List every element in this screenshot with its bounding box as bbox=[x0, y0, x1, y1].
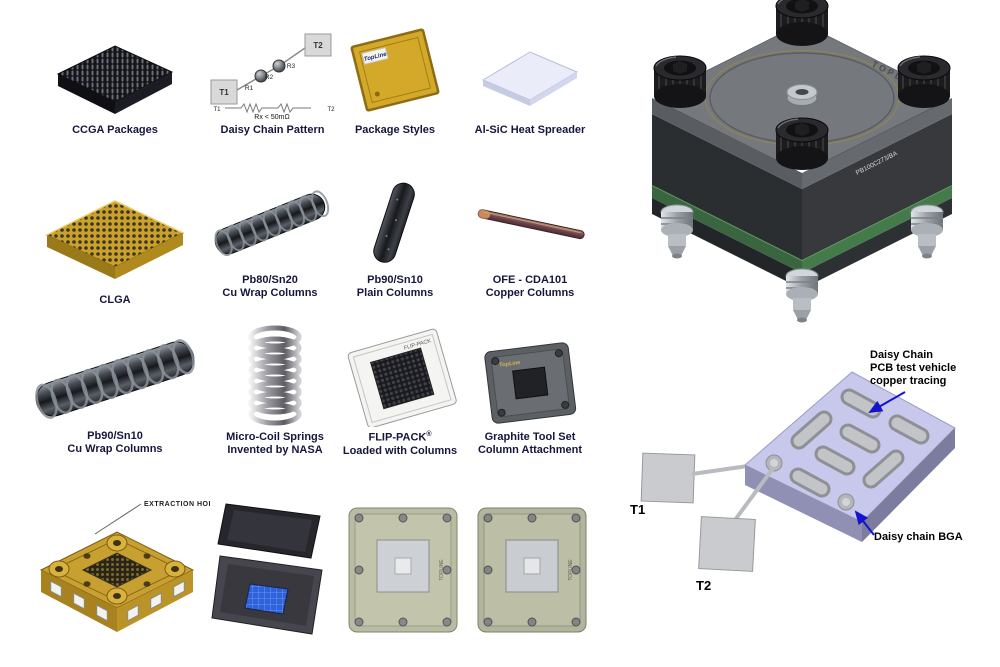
cap-screw-left bbox=[653, 55, 707, 108]
caption-copper-column: OFE - CDA101 Copper Columns bbox=[485, 274, 575, 299]
caption-pb80sn20: Pb80/Sn20 Cu Wrap Columns bbox=[222, 274, 318, 299]
caption-package-styles: Package Styles bbox=[354, 124, 436, 136]
stencil-plate-2-photo: TOPLINE bbox=[477, 507, 587, 633]
t2-pad bbox=[698, 516, 756, 572]
caption-graphite-tool: Graphite Tool Set Column Attachment bbox=[477, 431, 583, 456]
schematic-t1-label: T1 bbox=[219, 88, 229, 97]
t2-label: T2 bbox=[696, 578, 711, 593]
copper-column-photo bbox=[477, 209, 585, 240]
plate-brand-label: TOPLINE bbox=[439, 559, 445, 581]
annotation-bga: Daisy chain BGA bbox=[874, 531, 963, 543]
product-shipping-case-bga bbox=[210, 496, 335, 644]
caption-pb90sn10-wrap: Pb90/Sn10 Cu Wrap Columns bbox=[67, 430, 163, 455]
t2-trace bbox=[730, 465, 776, 526]
t1-pad bbox=[640, 452, 696, 504]
schematic-t2-tick: T2 bbox=[327, 107, 335, 113]
product-daisy-chain-pattern: T1 T2 R1 R2 R3 T1 T2 Rx < 50mΩ Daisy Cha… bbox=[205, 28, 340, 137]
package-styles-photo: TopLine bbox=[350, 28, 440, 112]
schematic-r3-label: R3 bbox=[287, 63, 296, 70]
test-vehicle-image: Daisy Chain PCB test vehicle copper trac… bbox=[630, 349, 963, 593]
schematic-t1-tick: T1 bbox=[213, 107, 221, 113]
cap-screw-back bbox=[775, 0, 829, 46]
plain-column-photo bbox=[373, 182, 415, 263]
stencil-plate-1-photo: TOPLINE bbox=[348, 507, 458, 633]
shipping-case-photo bbox=[211, 503, 323, 635]
daisy-chain-test-vehicle-diagram: Daisy Chain PCB test vehicle copper trac… bbox=[612, 342, 997, 647]
caption-heat-spreader: Al-SiC Heat Spreader bbox=[474, 124, 586, 136]
extraction-fixture-photo: EXTRACTION HOLES bbox=[39, 501, 210, 632]
cu-wrap-column-photo bbox=[214, 190, 330, 257]
cap-screw-front bbox=[775, 117, 829, 170]
cap-screw-right bbox=[897, 55, 951, 108]
caption-flip-pack: FLIP-PACK® Loaded with Columns bbox=[342, 431, 458, 457]
product-package-styles: TopLine Package Styles bbox=[345, 22, 445, 137]
schematic-r1-label: R1 bbox=[245, 85, 254, 92]
product-alsic-heat-spreader: Al-SiC Heat Spreader bbox=[465, 28, 595, 137]
product-stencil-plate-1: TOPLINE bbox=[343, 500, 463, 640]
caption-pb90sn10-plain: Pb90/Sn10 Plain Columns bbox=[356, 274, 434, 299]
product-pb90sn10-plain-column: Pb90/Sn10 Plain Columns bbox=[345, 176, 445, 300]
caption-ccga: CCGA Packages bbox=[72, 124, 158, 136]
cad-fixture-image: TOPLINE PB100C273/BA bbox=[651, 0, 953, 323]
daisy-chain-caps bbox=[765, 388, 930, 511]
clamp-foot-front bbox=[785, 268, 819, 323]
package-brand-label: TopLine bbox=[363, 52, 388, 64]
annotation-tracing-line2: PCB test vehicle bbox=[870, 362, 956, 374]
caption-daisy-chain-pattern: Daisy Chain Pattern bbox=[220, 124, 325, 136]
schematic-r2-label: R2 bbox=[265, 74, 274, 81]
annotation-tracing-line3: copper tracing bbox=[870, 375, 946, 387]
product-copper-column: OFE - CDA101 Copper Columns bbox=[465, 180, 595, 300]
schematic-resistance-note: Rx < 50mΩ bbox=[254, 114, 289, 120]
product-flip-pack: FLIP-PACK FLIP-PACK® Loaded with Columns bbox=[330, 328, 470, 458]
graphite-tool-brand-label: TopLine bbox=[499, 360, 521, 369]
cad-fixture-render: TOPLINE PB100C273/BA bbox=[605, 0, 1000, 340]
t1-label: T1 bbox=[630, 502, 645, 517]
clga-photo bbox=[45, 200, 185, 279]
product-clga: CLGA bbox=[35, 185, 195, 307]
extraction-holes-label: EXTRACTION HOLES bbox=[144, 501, 210, 508]
annotation-bga-arrow bbox=[854, 510, 875, 536]
clamp-foot-right bbox=[910, 204, 944, 259]
product-pb90sn10-cu-wrap-column: Pb90/Sn10 Cu Wrap Columns bbox=[25, 332, 205, 456]
pcb-front-face bbox=[745, 465, 862, 542]
micro-coil-spring-photo bbox=[248, 325, 302, 426]
graphite-tool-photo: TopLine bbox=[484, 342, 577, 424]
caption-clga: CLGA bbox=[99, 294, 131, 306]
annotation-tracing-arrow bbox=[868, 391, 906, 413]
pcb-right-face bbox=[862, 428, 955, 542]
product-extraction-fixture: EXTRACTION HOLES bbox=[25, 492, 210, 647]
plate-brand-label: TOPLINE bbox=[568, 559, 574, 581]
product-stencil-plate-2: TOPLINE bbox=[472, 500, 592, 640]
daisy-chain-pattern-schematic: T1 T2 R1 R2 R3 T1 T2 Rx < 50mΩ bbox=[210, 33, 335, 120]
caption-micro-coil-springs: Micro-Coil Springs Invented by NASA bbox=[226, 431, 324, 456]
product-graphite-tool-set: TopLine Graphite Tool Set Column Attachm… bbox=[470, 335, 590, 457]
product-pb80sn20-cu-wrap-column: Pb80/Sn20 Cu Wrap Columns bbox=[200, 178, 340, 300]
schematic-t2-label: T2 bbox=[313, 41, 323, 50]
ccga-package-photo bbox=[56, 45, 174, 114]
product-ccga-packages: CCGA Packages bbox=[40, 28, 190, 137]
product-micro-coil-spring: Micro-Coil Springs Invented by NASA bbox=[225, 325, 325, 457]
flip-pack-photo: FLIP-PACK bbox=[347, 328, 457, 427]
heat-spreader-photo bbox=[481, 51, 579, 106]
clamp-foot-left bbox=[660, 204, 694, 259]
annotation-tracing-line1: Daisy Chain bbox=[870, 349, 933, 361]
cu-wrap-column-large-photo bbox=[35, 339, 195, 419]
